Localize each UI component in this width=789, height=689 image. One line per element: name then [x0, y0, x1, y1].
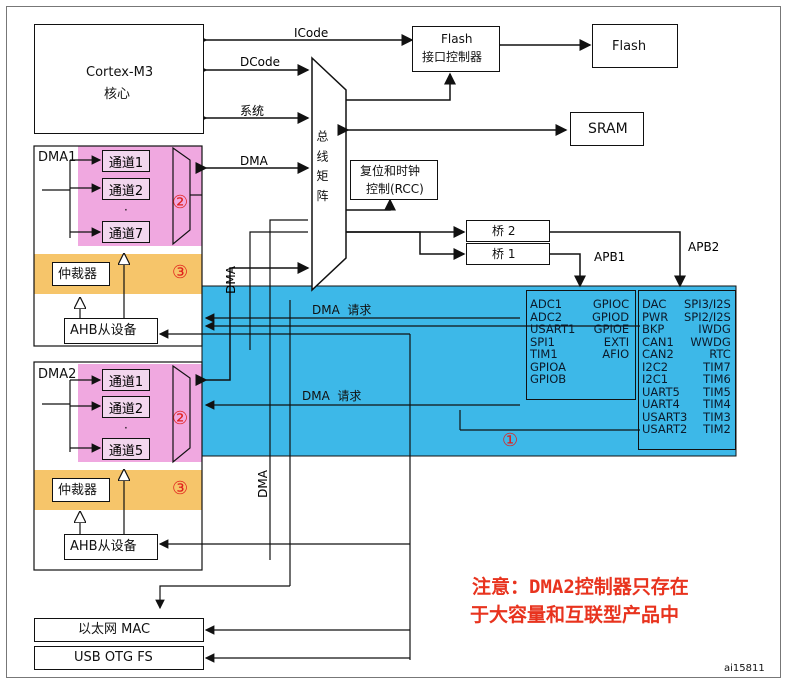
dma-bus-label: DMA	[240, 154, 268, 168]
dma1-channel-2: 通道2	[102, 178, 150, 200]
bus-matrix-label: 总 线 矩 阵	[315, 130, 329, 204]
system-label: 系统	[240, 104, 265, 118]
apb2-label: APB2	[688, 240, 720, 254]
dma1-ahb-slave-label: AHB从设备	[70, 323, 137, 338]
rcc-label-2: 控制(RCC)	[366, 182, 424, 196]
ethernet-mac-label: 以太网 MAC	[78, 622, 151, 637]
dma1-arbiter	[52, 262, 110, 286]
dma2-channel-ellipsis: ·	[124, 421, 128, 435]
dma-request-label-2: DMA 请求	[302, 389, 362, 403]
apb2-peripherals-left: DAC PWR BKP CAN1 CAN2 I2C2 I2C1 UART5 UA…	[642, 297, 688, 436]
flash-controller-label: Flash	[441, 32, 473, 46]
note-line-2: 于大容量和互联型产品中	[470, 604, 680, 626]
ethernet-mac-block	[34, 618, 204, 642]
dma2-channel-1: 通道1	[102, 369, 150, 391]
dma-request-label-1: DMA 请求	[312, 303, 372, 317]
bus-matrix-shape	[311, 56, 347, 292]
dma2-ahb-slave-label: AHB从设备	[70, 539, 137, 554]
dma2-arbiter-label: 仲裁器	[58, 483, 98, 498]
cortex-label: Cortex-M3	[86, 65, 154, 80]
usb-otg-label: USB OTG FS	[74, 650, 153, 665]
dma1-channel-7: 通道7	[102, 221, 150, 243]
rcc-block	[350, 160, 438, 200]
dma2-channel-5: 通道5	[102, 438, 150, 460]
bridge1-label: 桥 1	[492, 247, 516, 261]
icode-label: ICode	[294, 26, 329, 40]
apb1-peripheral-box	[526, 290, 636, 400]
apb2-peripheral-box	[638, 290, 736, 450]
rcc-label: 复位和时钟	[360, 164, 421, 178]
dma2-title: DMA2	[38, 367, 77, 382]
bridge1-block	[466, 243, 550, 265]
sram-block	[570, 112, 644, 146]
flash-controller-label-cn: 接口控制器	[422, 50, 483, 64]
dma1-channel-1: 通道1	[102, 150, 150, 172]
dma1-ahb-slave	[64, 318, 158, 344]
apb1-label: APB1	[594, 250, 626, 264]
dma2-arbiter	[52, 478, 110, 502]
dma1-title: DMA1	[38, 150, 77, 165]
sram-label: SRAM	[588, 121, 628, 137]
dma2-channel-2: 通道2	[102, 396, 150, 418]
apb1-peripherals-right: GPIOC GPIOD GPIOE EXTI AFIO	[592, 297, 630, 361]
dcode-label: DCode	[240, 55, 280, 69]
marker-one: ①	[502, 430, 519, 451]
dma2-ahb-slave	[64, 534, 158, 560]
marker-two-dma1: ②	[172, 192, 189, 213]
flash-block	[592, 24, 678, 68]
bridge2-block	[466, 220, 550, 242]
dma1-channel-ellipsis: ·	[124, 203, 128, 217]
note-line-1: 注意：DMA2控制器只存在	[472, 576, 689, 598]
usb-otg-block	[34, 646, 204, 670]
marker-three-dma2: ③	[172, 478, 189, 499]
flash-controller-block	[412, 26, 500, 72]
flash-label: Flash	[612, 39, 647, 54]
dma-vertical-label-1: DMA	[224, 266, 238, 294]
dma-vertical-label-2: DMA	[256, 470, 270, 498]
apb1-peripherals-left: ADC1 ADC2 USART1 SPI1 TIM1 GPIOA GPIOB	[530, 297, 576, 386]
marker-two-dma2: ②	[172, 408, 189, 429]
figure-frame	[6, 6, 781, 678]
figure-id: ai15811	[724, 663, 765, 674]
cortex-m3-block	[34, 24, 204, 134]
apb2-peripherals-right: SPI3/I2S SPI2/I2S IWDG WWDG RTC TIM7 TIM…	[684, 297, 731, 436]
dma1-arbiter-label: 仲裁器	[58, 267, 98, 282]
bridge2-label: 桥 2	[492, 224, 516, 238]
cortex-core-label: 核心	[104, 87, 131, 102]
marker-three-dma1: ③	[172, 262, 189, 283]
